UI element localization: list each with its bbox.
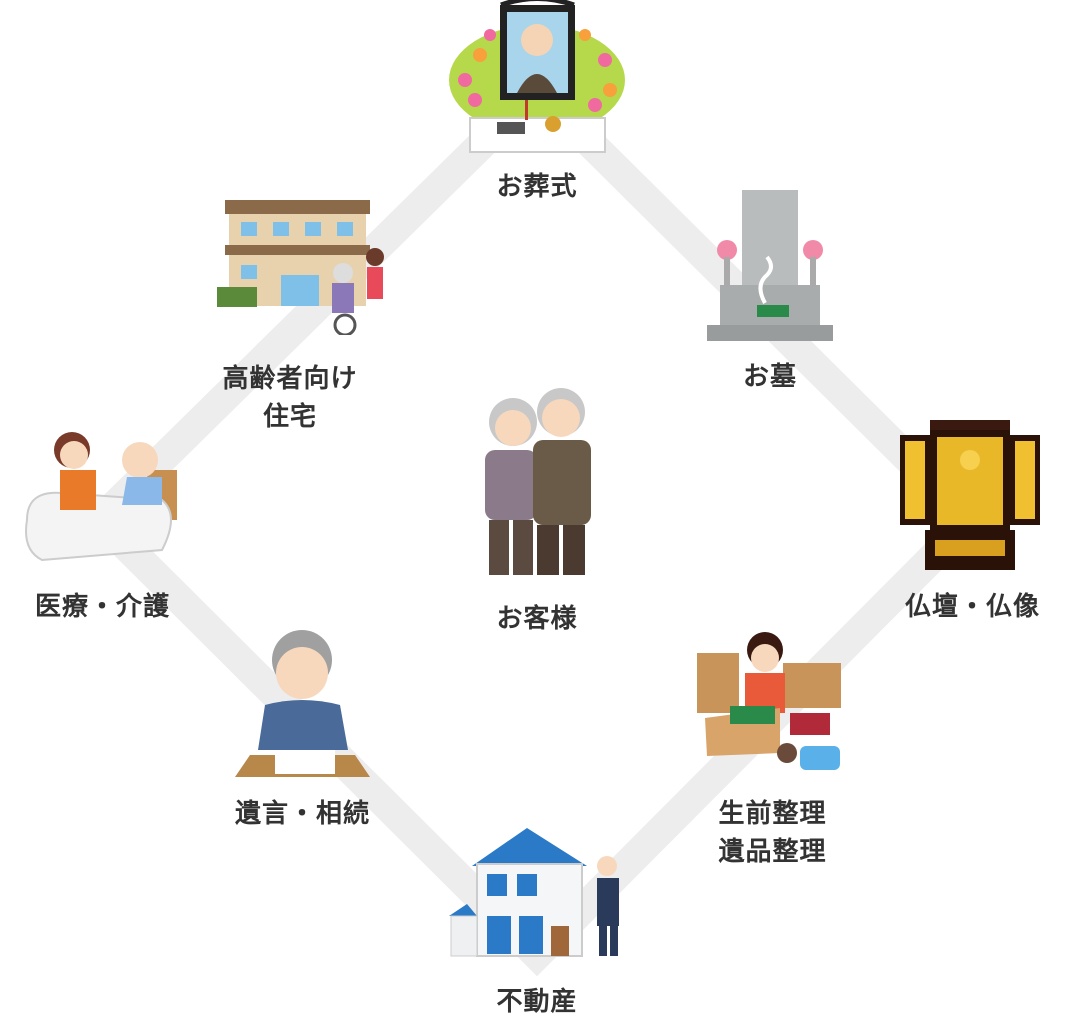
nursing-care-icon [25,432,177,562]
organizing-label-line2: 遺品整理 [718,837,827,867]
grave-label: お墓 [742,362,797,392]
organizing-label-line1: 生前整理 [718,799,827,829]
funeral-label: お葬式 [496,172,578,202]
senior-housing-icon [217,200,384,335]
realestate-label: 不動産 [496,987,578,1017]
gravestone-icon [707,190,833,341]
funeral-altar-icon [449,0,625,153]
housing-label-line1: 高齢者向け [222,364,358,394]
center-label: お客様 [496,604,578,634]
housing-label: 高齢者向け 住宅 [200,360,380,436]
will-label: 遺言・相続 [234,799,370,829]
writing-will-icon [235,630,370,777]
moving-boxes-icon [697,632,841,770]
housing-label-line2: 住宅 [262,402,317,432]
butsudan-label: 仏壇・仏像 [904,592,1040,622]
care-label: 医療・介護 [34,592,170,622]
organizing-label: 生前整理 遺品整理 [685,795,860,871]
elderly-couple-icon [485,388,591,575]
buddhist-altar-icon [900,420,1040,570]
house-agent-icon [449,828,619,957]
